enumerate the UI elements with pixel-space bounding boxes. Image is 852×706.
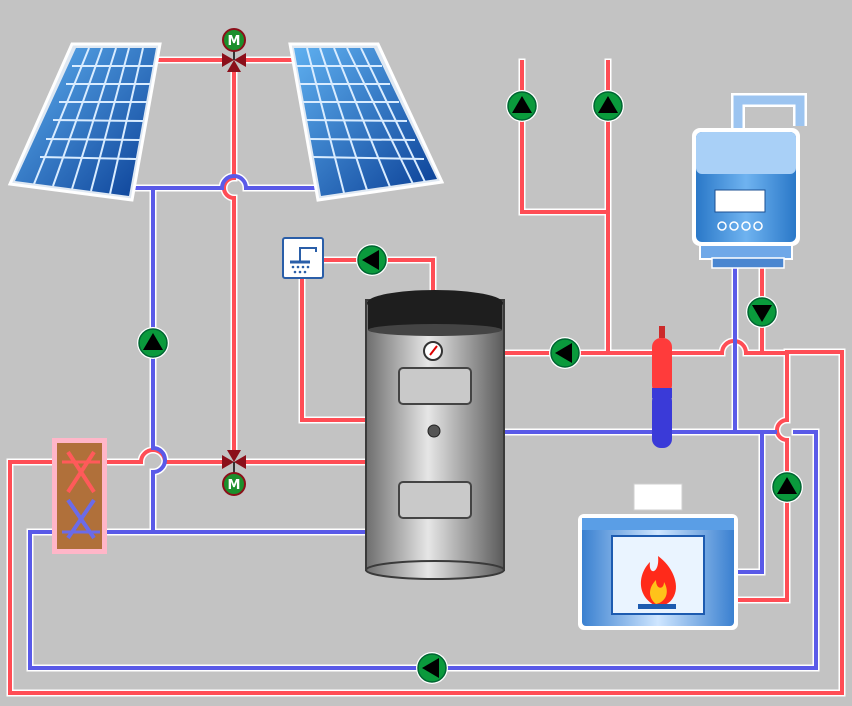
shower[interactable] xyxy=(282,237,324,279)
wall-boiler xyxy=(692,93,807,269)
pump-boiler[interactable] xyxy=(746,296,778,328)
pump-fireplace[interactable] xyxy=(771,471,803,503)
pump-riser-1[interactable] xyxy=(506,90,538,122)
valve-motor-label: M xyxy=(228,34,241,49)
fireplace xyxy=(578,483,738,630)
pump-tank[interactable] xyxy=(549,337,581,369)
pump-loop[interactable] xyxy=(416,652,448,684)
heat-exchanger xyxy=(52,438,107,554)
solar-panel-left xyxy=(7,42,162,202)
thermometer-icon xyxy=(423,341,443,361)
valve-bottom[interactable]: M xyxy=(222,450,246,496)
pump-group xyxy=(137,90,803,684)
pump-arrow-icon xyxy=(777,477,797,494)
expansion-vessel-icon xyxy=(652,326,672,448)
pipe-network xyxy=(6,56,846,697)
storage-tank xyxy=(365,290,505,580)
pump-arrow-icon xyxy=(422,658,439,678)
gas-boiler-icon xyxy=(692,93,807,269)
solar-panel-right xyxy=(288,42,445,202)
valve-top[interactable]: M xyxy=(222,28,246,72)
motor-icon xyxy=(222,472,246,496)
motor-icon xyxy=(222,28,246,52)
valve-motor-label: M xyxy=(228,478,241,493)
pump-riser-2[interactable] xyxy=(592,90,624,122)
fireplace-icon xyxy=(578,483,738,630)
pump-solar[interactable] xyxy=(137,327,169,359)
pump-arrow-icon xyxy=(598,96,618,113)
shower-icon xyxy=(282,237,324,279)
pump-arrow-icon xyxy=(752,305,772,322)
pump-arrow-icon xyxy=(512,96,532,113)
solar-panel-icon xyxy=(288,42,445,202)
solar-panel-icon xyxy=(7,42,162,202)
pump-arrow-icon xyxy=(555,343,572,363)
pump-dhw[interactable] xyxy=(356,244,388,276)
pump-arrow-icon xyxy=(143,333,163,350)
heat-exchanger-icon xyxy=(52,438,107,554)
expansion-vessel xyxy=(652,326,672,448)
water-tank-icon xyxy=(365,290,505,580)
pump-arrow-icon xyxy=(362,250,379,270)
